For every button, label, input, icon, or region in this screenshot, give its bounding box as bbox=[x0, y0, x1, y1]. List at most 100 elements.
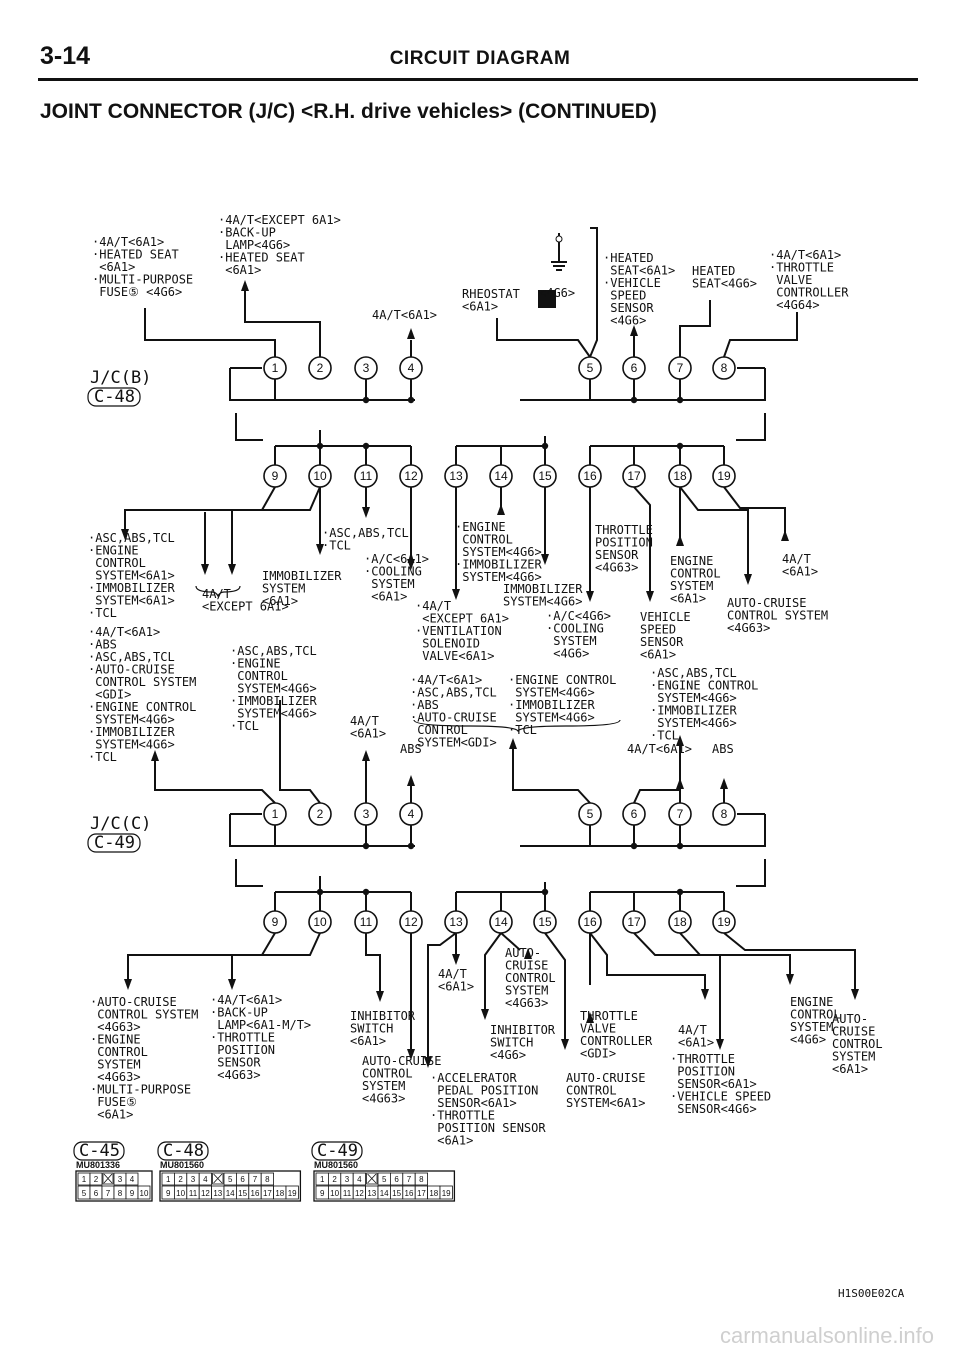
wire bbox=[633, 745, 681, 804]
label-line: <6A1> bbox=[218, 263, 261, 277]
label-line: ·HEATED SEAT bbox=[92, 248, 179, 262]
label-line: SWITCH bbox=[490, 1036, 533, 1050]
label-line: CRUISE bbox=[505, 959, 548, 973]
connector-cavity-number: 15 bbox=[238, 1189, 247, 1198]
connector-cavity-number: 11 bbox=[189, 1189, 198, 1198]
connector-cavity-number: 16 bbox=[405, 1189, 414, 1198]
jc-pin-number: 7 bbox=[677, 807, 684, 821]
label-line: <4G6> bbox=[546, 647, 589, 661]
label-line: ·ENGINE bbox=[88, 544, 139, 558]
label-line: ·A/C<4G6> bbox=[546, 609, 611, 623]
wire bbox=[723, 486, 786, 540]
wire-arrow bbox=[201, 564, 209, 575]
connector-cavity-number: 8 bbox=[419, 1175, 424, 1184]
jc-pin-number: 18 bbox=[673, 469, 687, 483]
connector-lock-mark bbox=[367, 1173, 377, 1184]
wire bbox=[589, 932, 706, 990]
label-line: ·4A/T<6A1> bbox=[769, 248, 841, 262]
label-line: ENGINE bbox=[790, 995, 833, 1009]
label-line: <4G63> bbox=[595, 561, 638, 575]
label-line: SYSTEM<4G6> bbox=[230, 707, 317, 721]
label-line: SYSTEM bbox=[90, 1058, 141, 1072]
label-line: THROTTLE bbox=[595, 523, 653, 537]
label-line: SENSOR bbox=[210, 1056, 261, 1070]
label-line: SYSTEM bbox=[505, 984, 548, 998]
jc-pin-number: 11 bbox=[360, 915, 373, 929]
label-line: ·ENGINE bbox=[455, 520, 506, 534]
label-line: SYSTEM bbox=[364, 577, 415, 591]
label-line: CONTROL bbox=[790, 1008, 841, 1022]
jc-pin-number: 18 bbox=[673, 915, 687, 929]
label-line: SYSTEM<4G6> bbox=[88, 713, 175, 727]
wire bbox=[484, 932, 502, 1010]
jc-pin-number: 8 bbox=[721, 361, 728, 375]
label-line: CRUISE bbox=[832, 1025, 875, 1039]
label-line: <4G63> bbox=[90, 1070, 141, 1084]
wire-arrow bbox=[509, 738, 517, 749]
connector-cavity-number: 17 bbox=[263, 1189, 272, 1198]
splice-dot bbox=[676, 396, 684, 404]
jc-pin-number: 9 bbox=[272, 469, 279, 483]
label-line: <6A1> bbox=[832, 1062, 868, 1076]
label-line: ·IMMOBILIZER bbox=[230, 694, 317, 708]
label-line: VALVE bbox=[769, 273, 812, 287]
connector-part-number: MU801560 bbox=[314, 1160, 358, 1170]
component-label: 4A/T<6A1> bbox=[627, 742, 692, 756]
label-line: ·ENGINE bbox=[230, 657, 281, 671]
label-line: <4G64> bbox=[769, 298, 820, 312]
wire bbox=[679, 300, 711, 357]
label-line: VALVE bbox=[580, 1022, 616, 1036]
label-line: <GDI> bbox=[88, 688, 131, 702]
wire-arrow bbox=[407, 1049, 415, 1060]
label-line: ·THROTTLE bbox=[670, 1052, 735, 1066]
label-line: SENSOR bbox=[603, 301, 654, 315]
label-line: VEHICLE bbox=[640, 610, 691, 624]
label-line: CONTROL SYSTEM bbox=[88, 675, 196, 689]
component-label: RHEOSTAT<6A1> bbox=[462, 287, 520, 314]
label-line: SYSTEM<4G6> bbox=[508, 686, 595, 700]
splice-dot bbox=[676, 888, 684, 896]
component-label: ·ASC,ABS,TCL·TCL bbox=[322, 526, 409, 553]
splice-dot bbox=[362, 396, 370, 404]
connector-lock-mark bbox=[213, 1173, 223, 1184]
label-line: ·AUTO-CRUISE bbox=[88, 663, 175, 677]
label-line: ·ENGINE bbox=[90, 1033, 141, 1047]
label-line: SEAT<6A1> bbox=[603, 264, 675, 278]
connector-cavity-number: 8 bbox=[265, 1175, 270, 1184]
jc-pin-number: 15 bbox=[538, 915, 552, 929]
wire bbox=[229, 368, 415, 401]
label-line: <6A1> bbox=[678, 1036, 714, 1050]
connector-cavity-number: 10 bbox=[176, 1189, 185, 1198]
label-line: ·HEATED bbox=[603, 251, 654, 265]
label-line: <EXCEPT 6A1> bbox=[202, 600, 289, 614]
splice-dot bbox=[676, 442, 684, 450]
label-line: SENSOR bbox=[595, 548, 639, 562]
component-label: ·ENGINE CONTROL SYSTEM<4G6>·IMMOBILIZER … bbox=[508, 673, 616, 737]
label-line: CONTROL bbox=[410, 723, 468, 737]
ground-node bbox=[555, 235, 563, 243]
label-line: 4A/T<6A1> bbox=[372, 308, 437, 322]
jc-c-code: C-49 bbox=[94, 833, 135, 853]
label-line: ·AUTO-CRUISE bbox=[90, 995, 177, 1009]
connector-cavity-number: 9 bbox=[320, 1189, 325, 1198]
label-line: <6A1> bbox=[640, 648, 676, 662]
connector-cavity bbox=[414, 1172, 429, 1186]
jc-pin-number: 5 bbox=[587, 361, 594, 375]
jc-pin-number: 16 bbox=[583, 469, 597, 483]
label-line: ·COOLING bbox=[546, 622, 604, 636]
label-line: SYSTEM<4G6> bbox=[650, 691, 737, 705]
figure-code: H1S00E02CA bbox=[838, 1287, 905, 1300]
connector-cavity-number: 6 bbox=[94, 1189, 99, 1198]
label-line: ·ASC,ABS,TCL bbox=[410, 686, 497, 700]
connector-cavity-number: 2 bbox=[332, 1175, 337, 1184]
label-line: AUTO- bbox=[832, 1012, 868, 1026]
label-line: AUTO-CRUISE bbox=[566, 1071, 645, 1085]
component-label: 4A/T<6A1> bbox=[350, 714, 386, 741]
label-line: ·BACK-UP bbox=[218, 226, 276, 240]
label-line: ·ENGINE CONTROL bbox=[650, 679, 758, 693]
